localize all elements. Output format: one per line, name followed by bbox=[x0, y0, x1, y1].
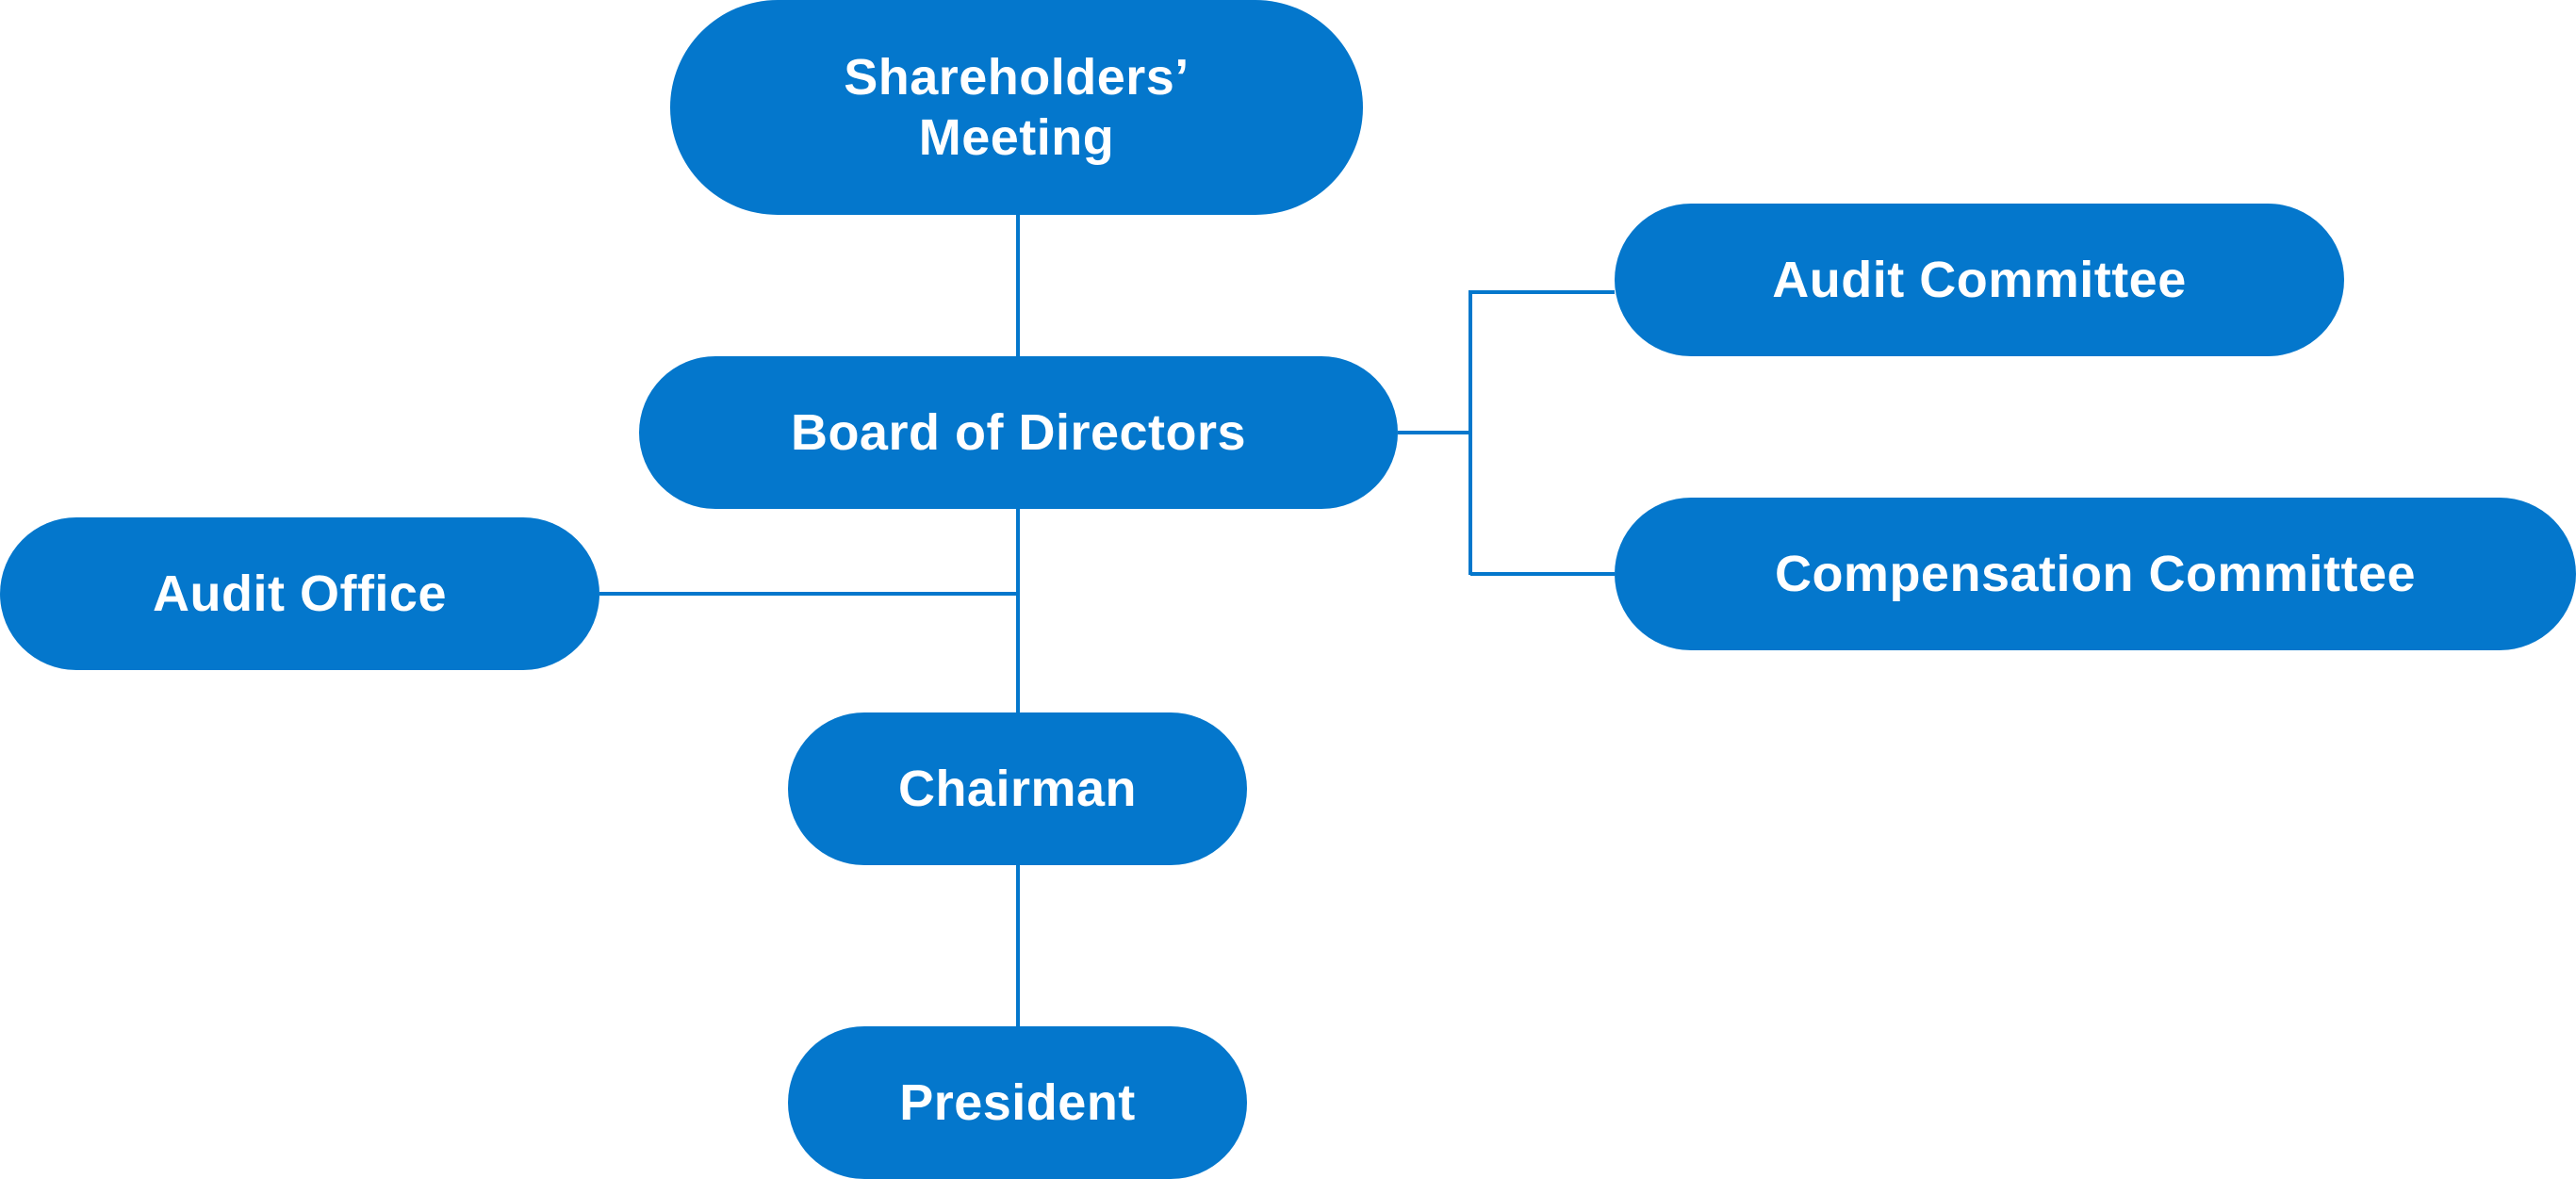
audit-committee-node: Audit Committee bbox=[1615, 204, 2344, 356]
audit-office-node: Audit Office bbox=[0, 517, 599, 670]
president-label: President bbox=[899, 1074, 1136, 1131]
audit-committee-label: Audit Committee bbox=[1772, 252, 2187, 308]
audit-office-label: Audit Office bbox=[153, 565, 447, 622]
chairman-label: Chairman bbox=[897, 761, 1138, 817]
compensation-committee-node: Compensation Committee bbox=[1615, 498, 2576, 650]
board-of-directors-label: Board of Directors bbox=[790, 404, 1247, 461]
compensation-committee-label: Compensation Committee bbox=[1774, 546, 2417, 602]
chairman-node: Chairman bbox=[788, 712, 1247, 865]
board-of-directors-node: Board of Directors bbox=[639, 356, 1398, 509]
shareholders-meeting-label: Shareholders’ Meeting bbox=[844, 49, 1190, 166]
shareholders-meeting-node: Shareholders’ Meeting bbox=[670, 0, 1363, 215]
president-node: President bbox=[788, 1026, 1247, 1179]
